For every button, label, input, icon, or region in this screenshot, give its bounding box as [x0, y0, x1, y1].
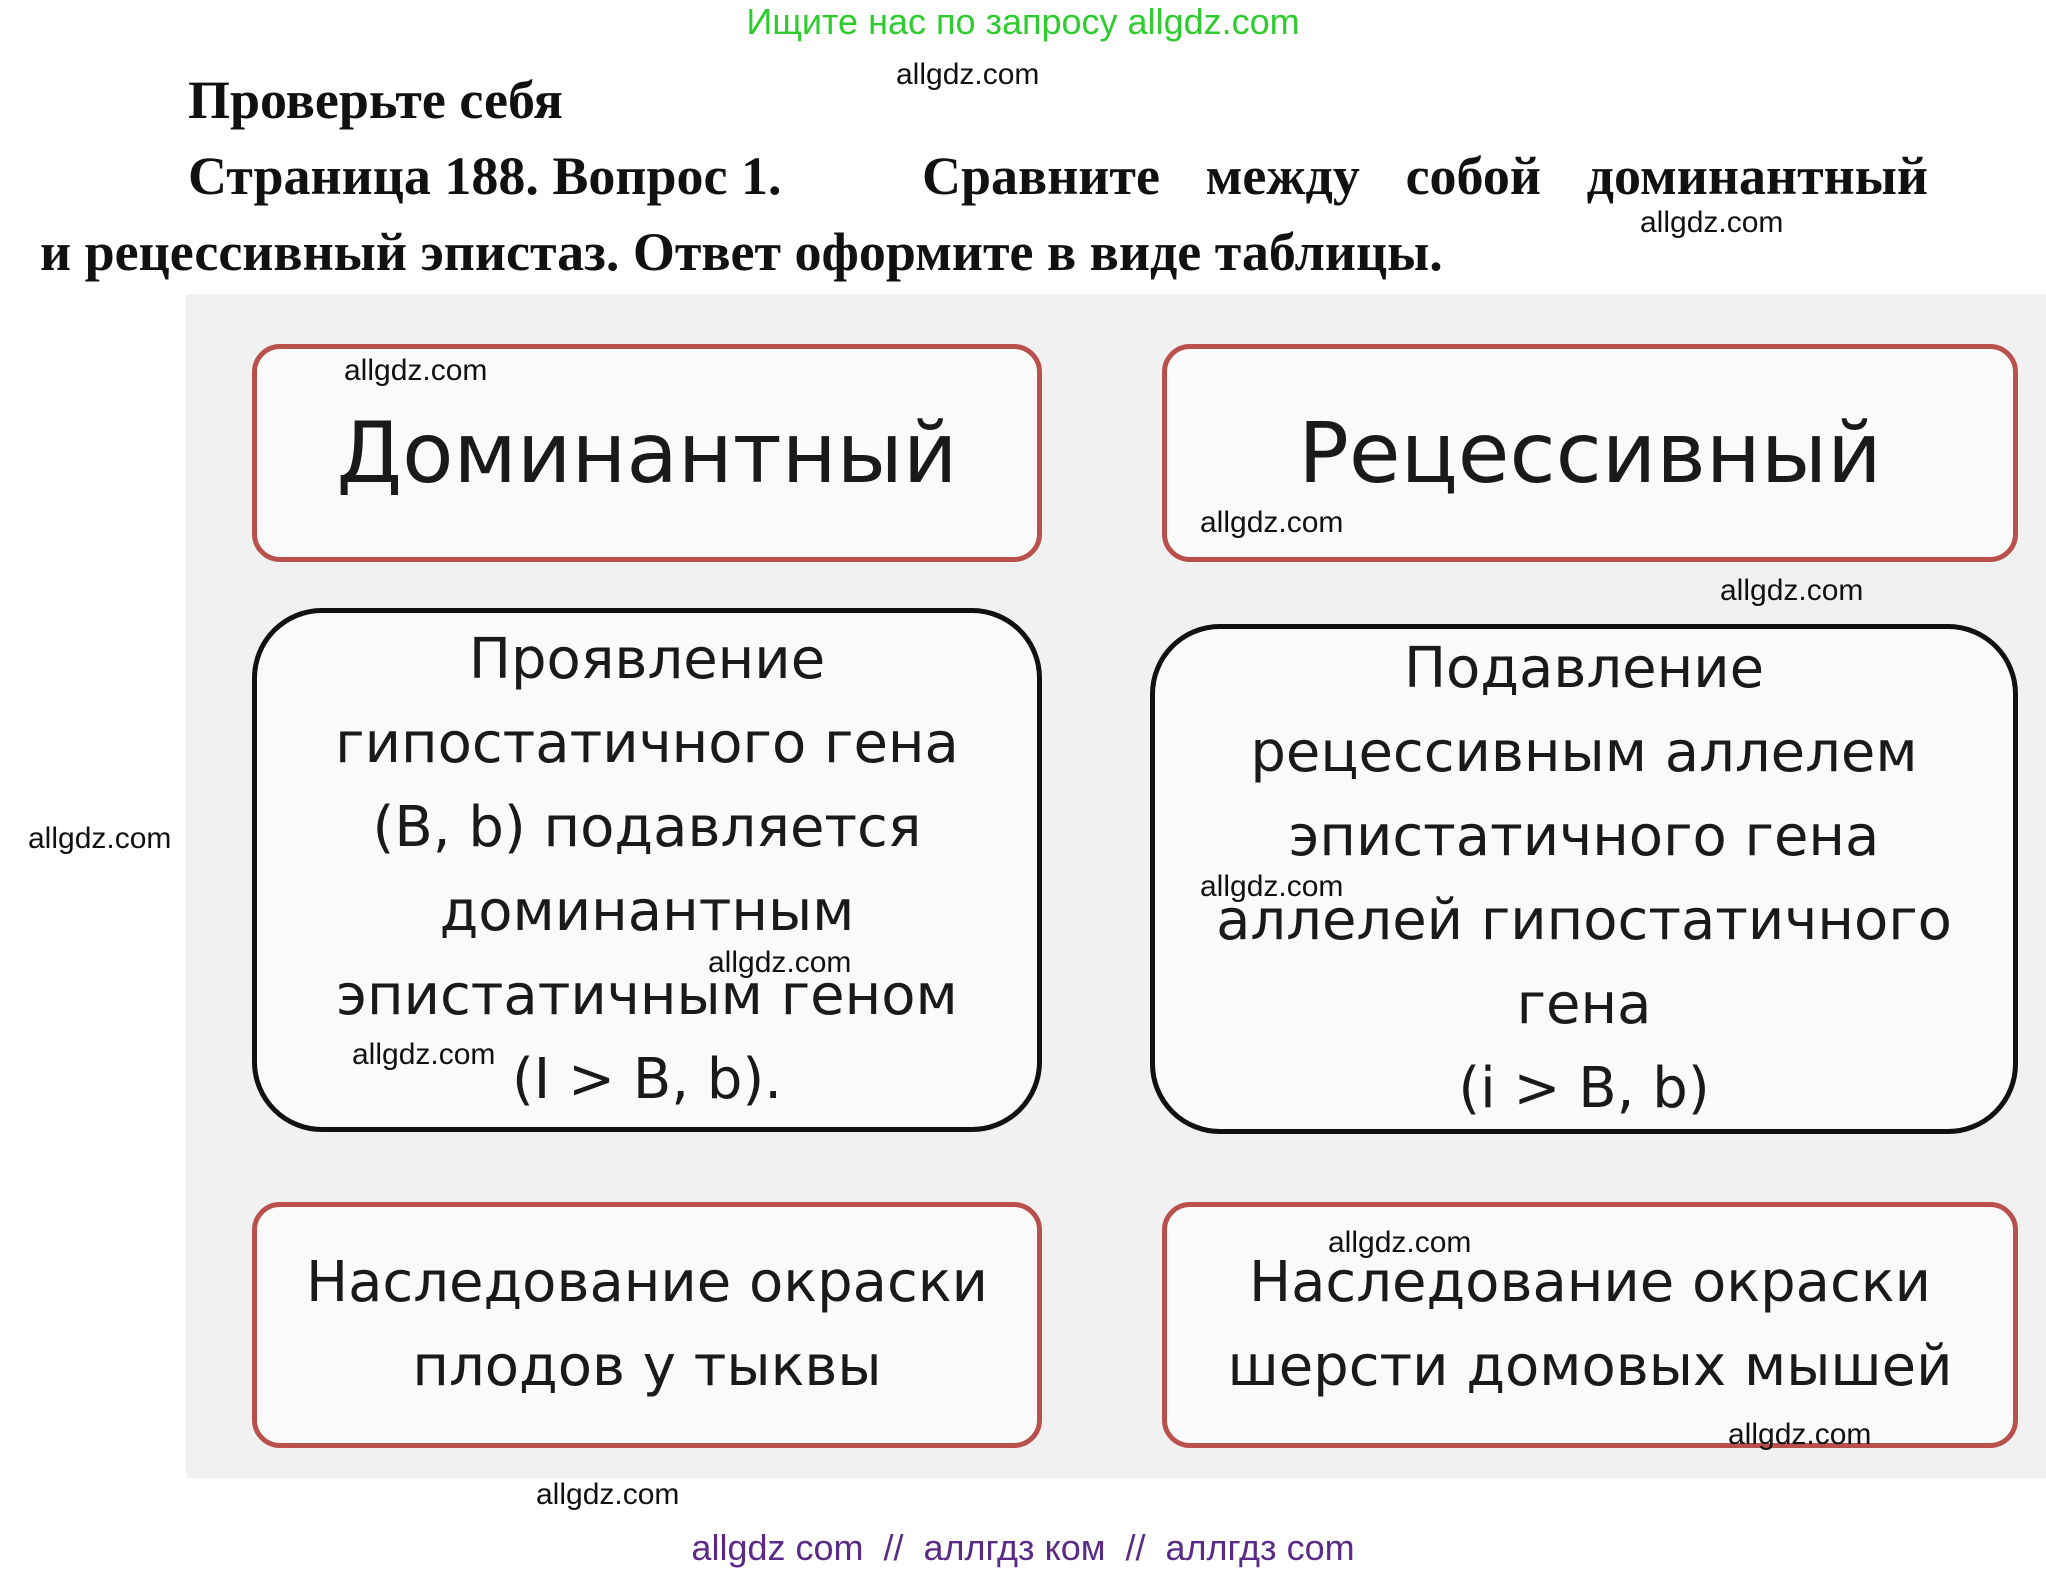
recessive-title-cell: Рецессивный	[1162, 344, 2018, 562]
watermark: allgdz.com	[1200, 870, 1344, 903]
recessive-example-cell: Наследование окраски шерсти домовых мыше…	[1162, 1202, 2018, 1448]
dominant-description: Проявление гипостатичного гена (B, b) по…	[335, 627, 959, 1112]
answer-table: Доминантный Рецессивный Проявление гипос…	[186, 294, 2046, 1478]
watermark: allgdz.com	[896, 58, 1040, 91]
recessive-title: Рецессивный	[1298, 404, 1882, 502]
dominant-title: Доминантный	[336, 404, 958, 502]
watermark: allgdz.com	[1328, 1226, 1472, 1259]
footer-links: allgdz com // аллгдз ком // аллгдз com	[691, 1527, 1355, 1568]
watermark: allgdz.com	[1728, 1418, 1872, 1451]
dominant-description-cell: Проявление гипостатичного гена (B, b) по…	[252, 608, 1042, 1132]
watermark: allgdz.com	[536, 1478, 680, 1511]
watermark: allgdz.com	[352, 1038, 496, 1071]
question-text-line2: и рецессивный эпистаз. Ответ оформите в …	[40, 222, 1443, 282]
question-label: Страница 188. Вопрос 1.	[188, 146, 782, 206]
recessive-example: Наследование окраски шерсти домовых мыше…	[1227, 1250, 1953, 1399]
question-text-line1: Сравните между собой доминантный	[922, 146, 1928, 206]
recessive-description: Подавление рецессивным аллелем эпистатич…	[1216, 636, 1952, 1121]
dominant-example-cell: Наследование окраски плодов у тыквы	[252, 1202, 1042, 1448]
watermark: allgdz.com	[1720, 574, 1864, 607]
dominant-title-cell: Доминантный	[252, 344, 1042, 562]
recessive-description-cell: Подавление рецессивным аллелем эпистатич…	[1150, 624, 2018, 1134]
top-banner: Ищите нас по запросу allgdz.com	[746, 1, 1300, 42]
watermark: allgdz.com	[1200, 506, 1344, 539]
dominant-example: Наследование окраски плодов у тыквы	[306, 1250, 988, 1399]
watermark: allgdz.com	[28, 822, 172, 855]
watermark: allgdz.com	[1640, 206, 1784, 239]
watermark: allgdz.com	[708, 946, 852, 979]
check-yourself-heading: Проверьте себя	[188, 70, 563, 130]
watermark: allgdz.com	[344, 354, 488, 387]
